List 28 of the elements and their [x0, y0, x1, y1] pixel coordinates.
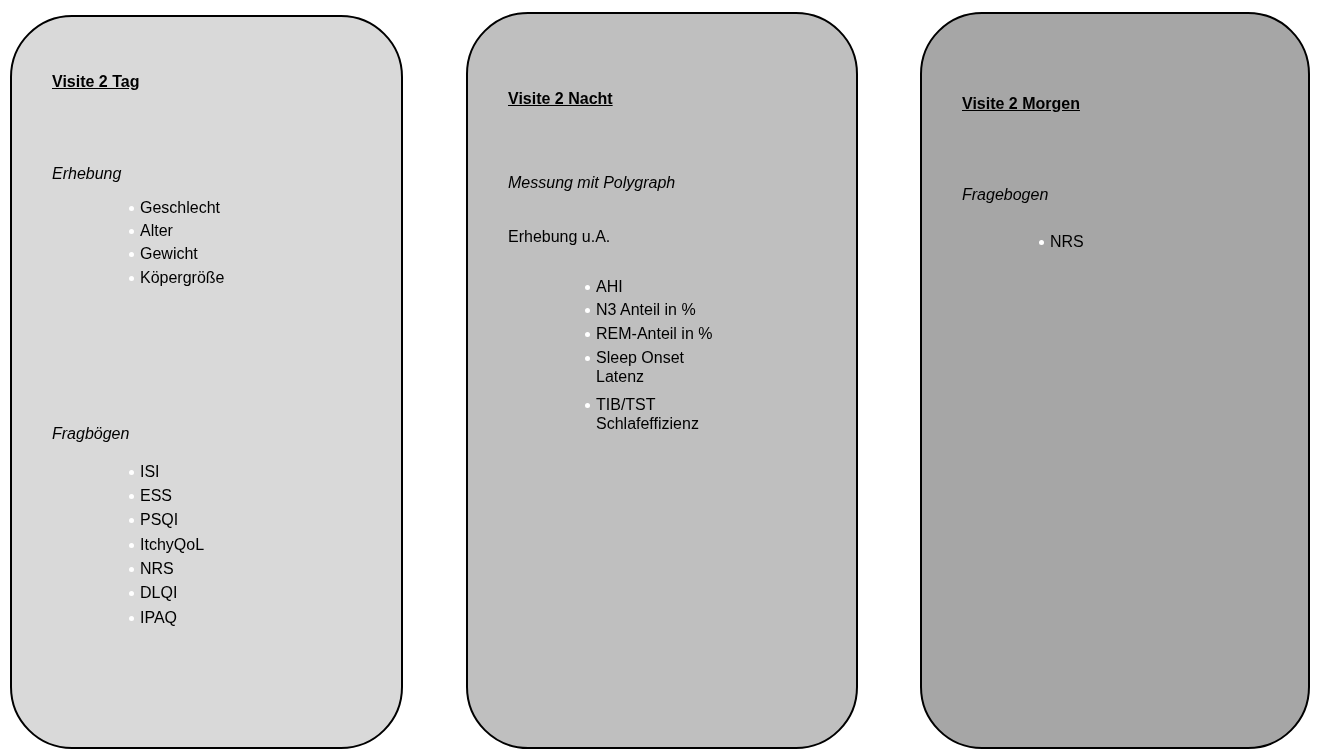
body-text: Erhebung u.A.	[508, 227, 611, 246]
rounded-panel	[10, 15, 403, 749]
list-item: N3 Anteil in %	[596, 300, 697, 319]
section-label: Fragebogen	[962, 185, 1049, 204]
panel-heading: Visite 2 Tag	[52, 72, 140, 91]
list-item: REM-Anteil in %	[596, 324, 714, 343]
list-item: ISI	[140, 462, 161, 481]
list-item: Köpergröße	[140, 268, 226, 287]
list-item: ESS	[140, 486, 173, 505]
list-item: PSQI	[140, 510, 180, 529]
list-item: Alter	[140, 221, 174, 240]
list-item: NRS	[1050, 232, 1085, 251]
list-item: Sleep Onset Latenz	[596, 348, 686, 386]
list-item: NRS	[140, 559, 175, 578]
list-item: AHI	[596, 277, 624, 296]
section-label: Fragbögen	[52, 424, 130, 443]
list-item: Gewicht	[140, 244, 199, 263]
list-item: ItchyQoL	[140, 535, 206, 554]
section-label: Erhebung	[52, 164, 122, 183]
section-label: Messung mit Polygraph	[508, 173, 676, 192]
panel-heading: Visite 2 Morgen	[962, 94, 1080, 113]
list-item: Geschlecht	[140, 198, 222, 217]
list-item: DLQI	[140, 583, 179, 602]
rounded-panel	[920, 12, 1310, 749]
rounded-panel	[466, 12, 858, 749]
list-item: TIB/TST Schlafeffizienz	[596, 395, 700, 433]
list-item: IPAQ	[140, 608, 179, 627]
panel-heading: Visite 2 Nacht	[508, 89, 613, 108]
